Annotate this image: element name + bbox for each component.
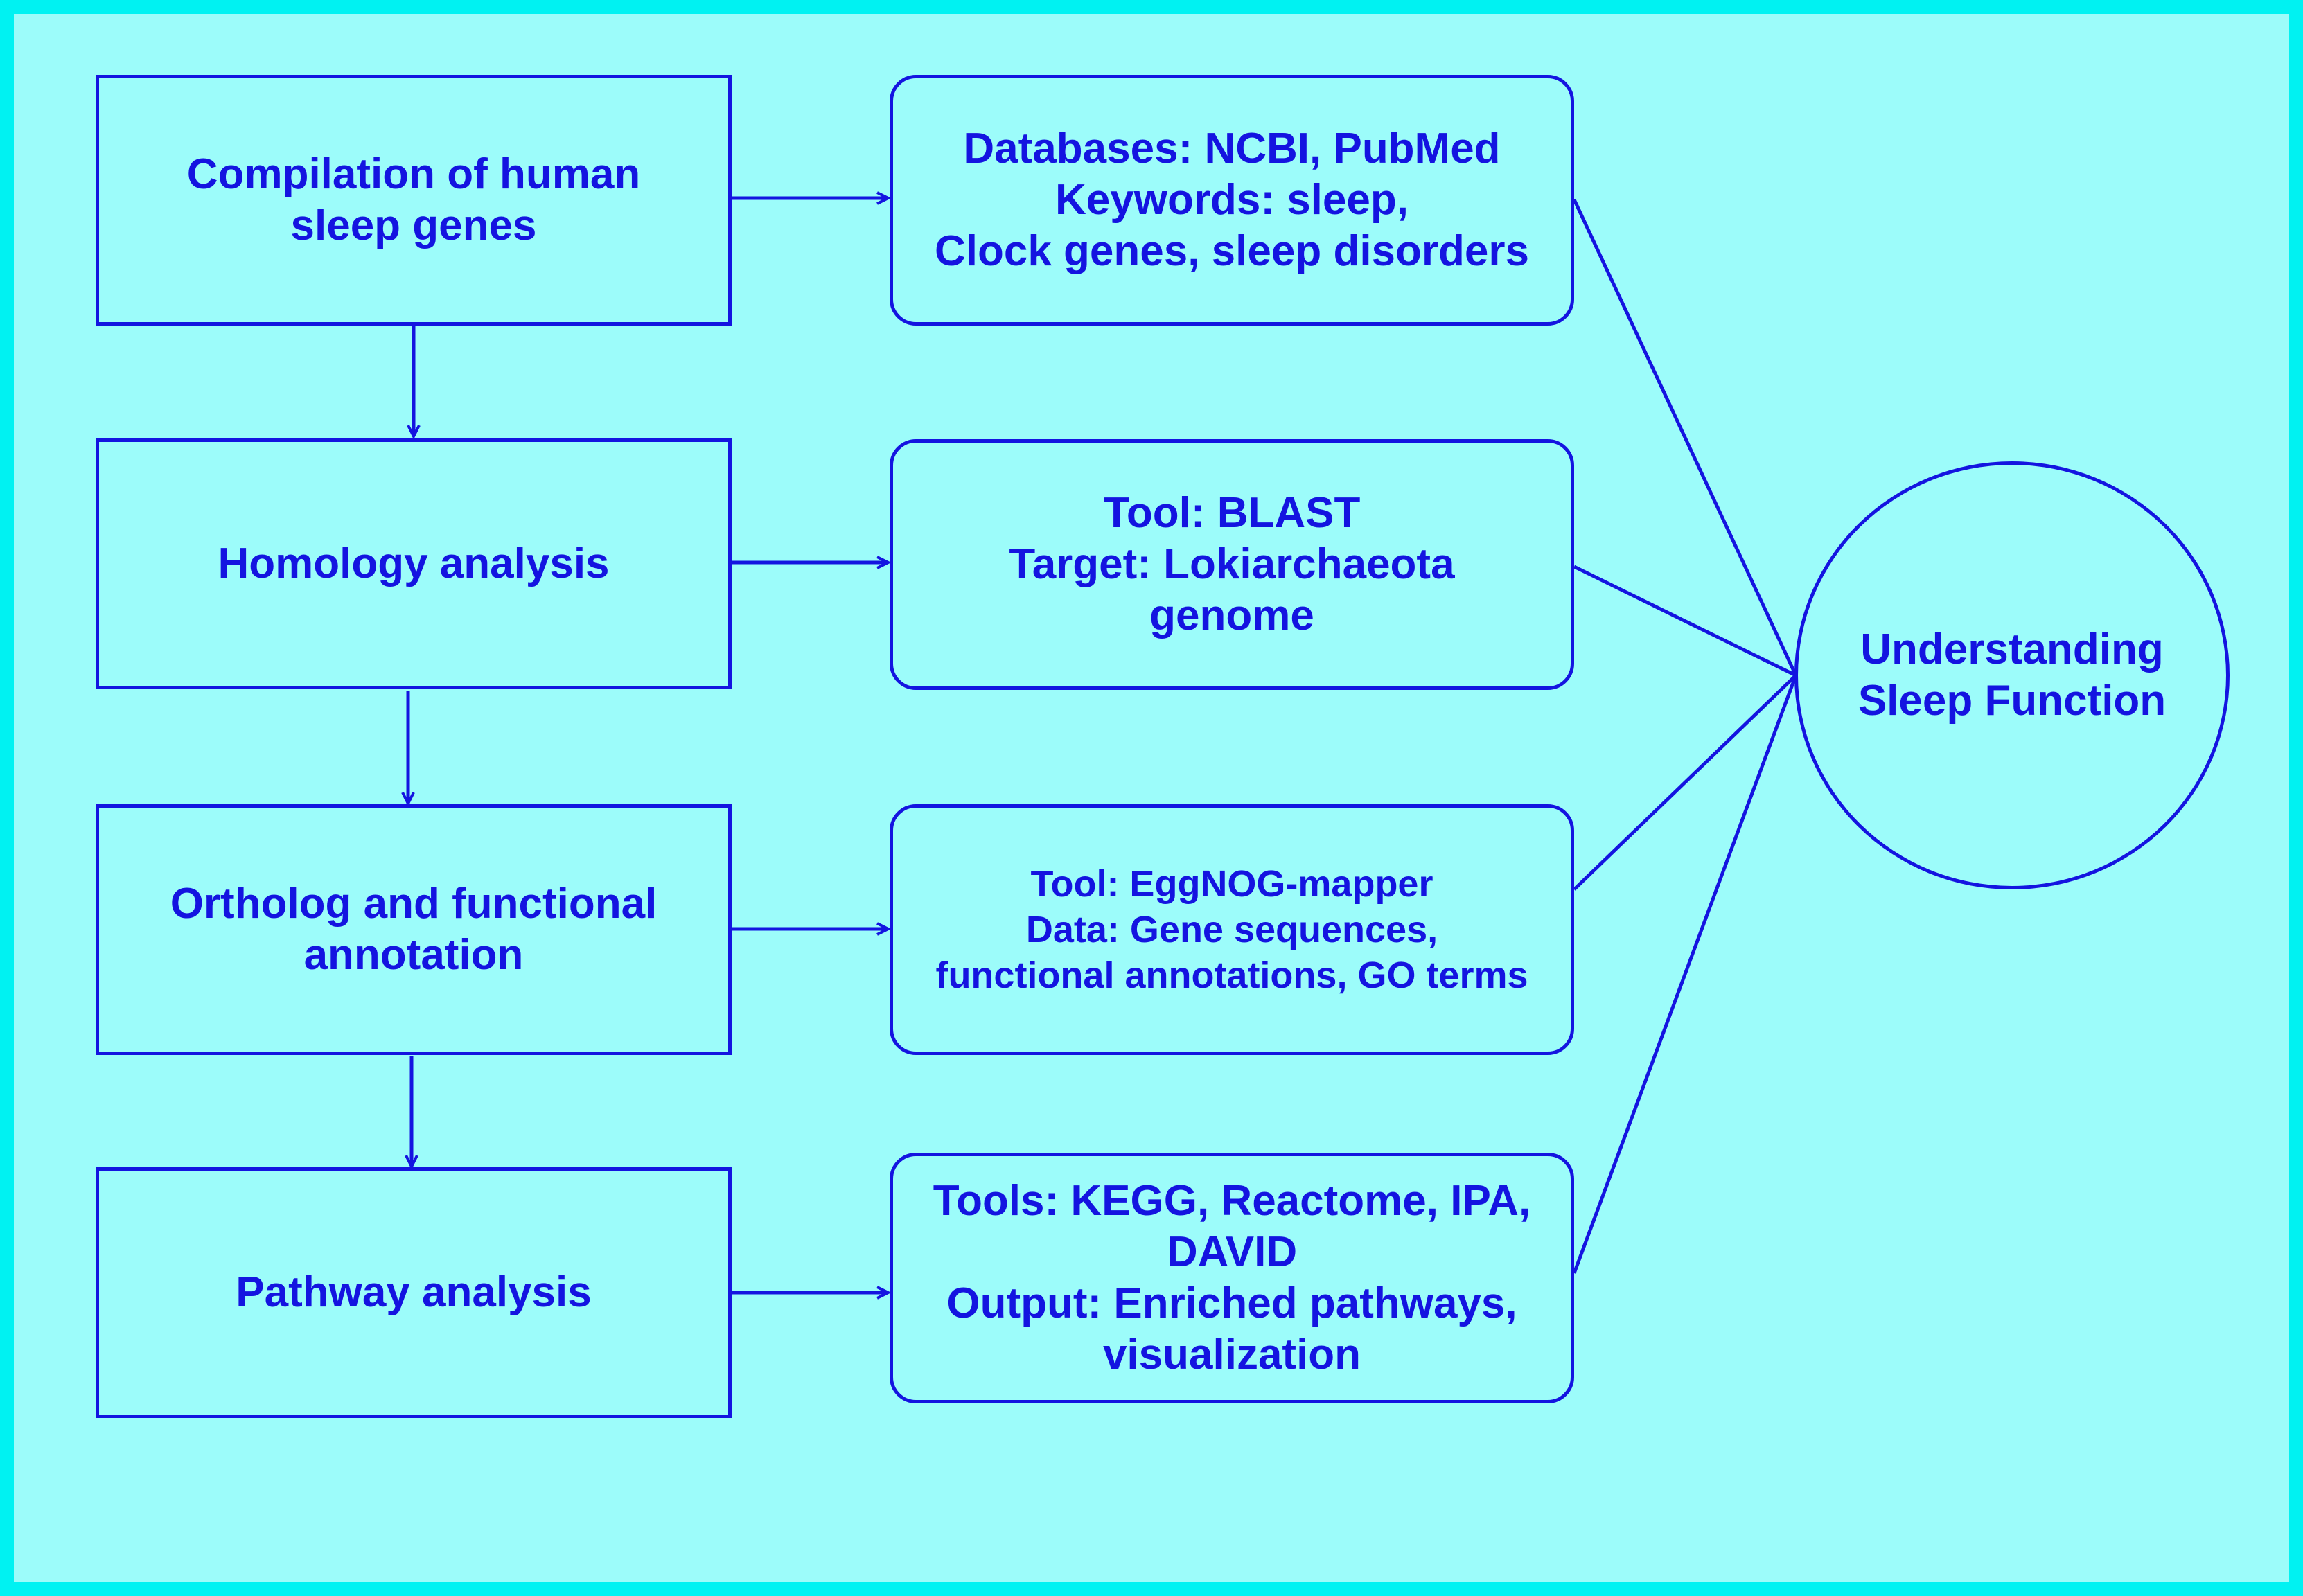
detail-box-pathway-tools: Tools: KEGG, Reactome, IPA, DAVID Output… [890, 1153, 1574, 1403]
step-box-ortholog: Ortholog and functional annotation [96, 804, 732, 1055]
link-detail4-to-goal [1572, 675, 1798, 1274]
link-detail3-to-goal [1573, 674, 1797, 891]
detail-text-databases: Databases: NCBI, PubMed Keywords: sleep,… [934, 125, 1529, 275]
link-detail1-to-goal [1572, 198, 1798, 677]
step-box-homology: Homology analysis [96, 438, 732, 689]
goal-label: Understanding Sleep Function [1858, 626, 2167, 725]
link-detail2-to-goal [1573, 565, 1797, 677]
detail-text-pathway-tools: Tools: KEGG, Reactome, IPA, DAVID Output… [933, 1177, 1531, 1378]
step-label-homology: Homology analysis [218, 540, 610, 587]
step-label-ortholog: Ortholog and functional annotation [170, 880, 658, 979]
step-box-pathway: Pathway analysis [96, 1167, 732, 1418]
detail-box-blast: Tool: BLAST Target: Lokiarchaeota genome [890, 439, 1574, 690]
goal-circle: Understanding Sleep Function [1794, 461, 2230, 889]
detail-box-databases: Databases: NCBI, PubMed Keywords: sleep,… [890, 75, 1574, 326]
detail-box-eggnog: Tool: EggNOG-mapper Data: Gene sequences… [890, 804, 1574, 1055]
step-label-compilation: Compilation of human sleep genes [186, 150, 641, 249]
detail-text-eggnog: Tool: EggNOG-mapper Data: Gene sequences… [935, 863, 1528, 996]
step-label-pathway: Pathway analysis [236, 1268, 592, 1316]
step-box-compilation: Compilation of human sleep genes [96, 75, 732, 326]
detail-text-blast: Tool: BLAST Target: Lokiarchaeota genome [1009, 489, 1455, 639]
